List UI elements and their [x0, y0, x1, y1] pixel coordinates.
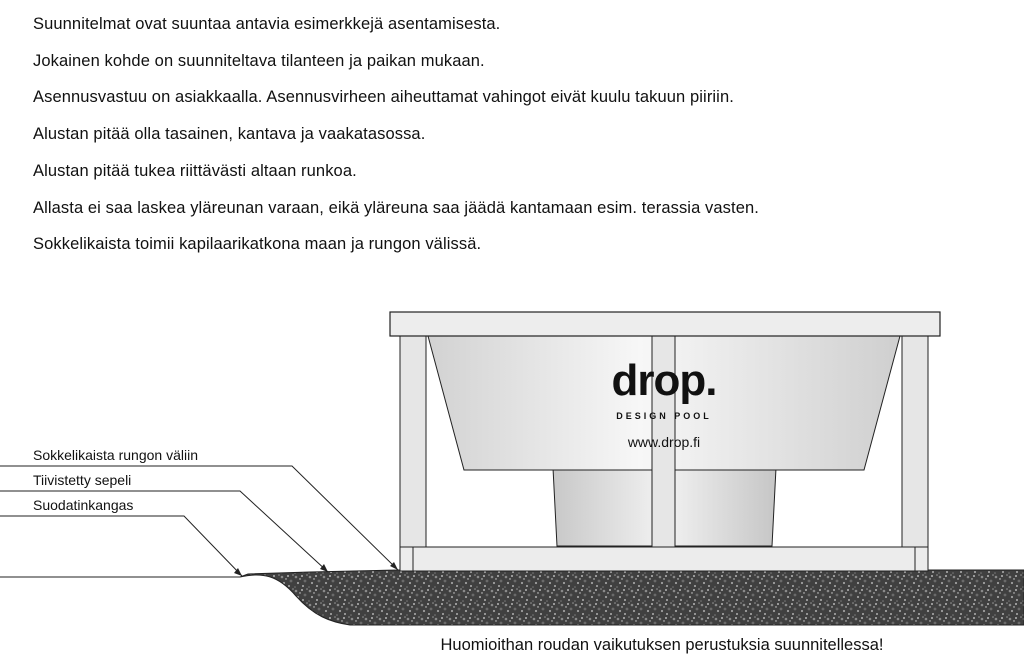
gravel-ground [0, 569, 1024, 626]
brand-tagline: DESIGN POOL [616, 411, 712, 421]
leader-gravel [0, 490, 329, 573]
frame-post-left [399, 335, 427, 572]
note-3: Asennusvastuu on asiakkaalla. Asennusvir… [33, 88, 734, 107]
brand-logo: drop. [612, 356, 717, 405]
leader-fabric [0, 515, 243, 577]
brand-url: www.drop.fi [627, 434, 700, 450]
frame-bottom-beam [399, 546, 929, 572]
frame-post-right [901, 335, 929, 572]
frost-warning: Huomioithan roudan vaikutuksen perustuks… [440, 636, 883, 654]
label-plinth: Sokkelikaista rungon väliin [33, 447, 198, 463]
note-4: Alustan pitää olla tasainen, kantava ja … [33, 125, 426, 144]
note-2: Jokainen kohde on suunniteltava tilantee… [33, 51, 485, 70]
leader-plinth [0, 465, 399, 571]
note-7: Sokkelikaista toimii kapilaarikatkona ma… [33, 235, 482, 254]
label-gravel: Tiivistetty sepeli [33, 472, 131, 488]
pool-rim [389, 311, 941, 337]
note-6: Allasta ei saa laskea yläreunan varaan, … [33, 198, 759, 217]
label-fabric: Suodatinkangas [33, 497, 133, 513]
note-5: Alustan pitää tukea riittävästi altaan r… [33, 161, 357, 180]
arrowhead-plinth [390, 562, 398, 570]
installation-notes: Suunnitelmat ovat suuntaa antavia esimer… [33, 6, 759, 263]
note-1: Suunnitelmat ovat suuntaa antavia esimer… [33, 15, 501, 33]
arrowhead-gravel [320, 564, 328, 572]
arrowhead-fabric [234, 568, 242, 576]
